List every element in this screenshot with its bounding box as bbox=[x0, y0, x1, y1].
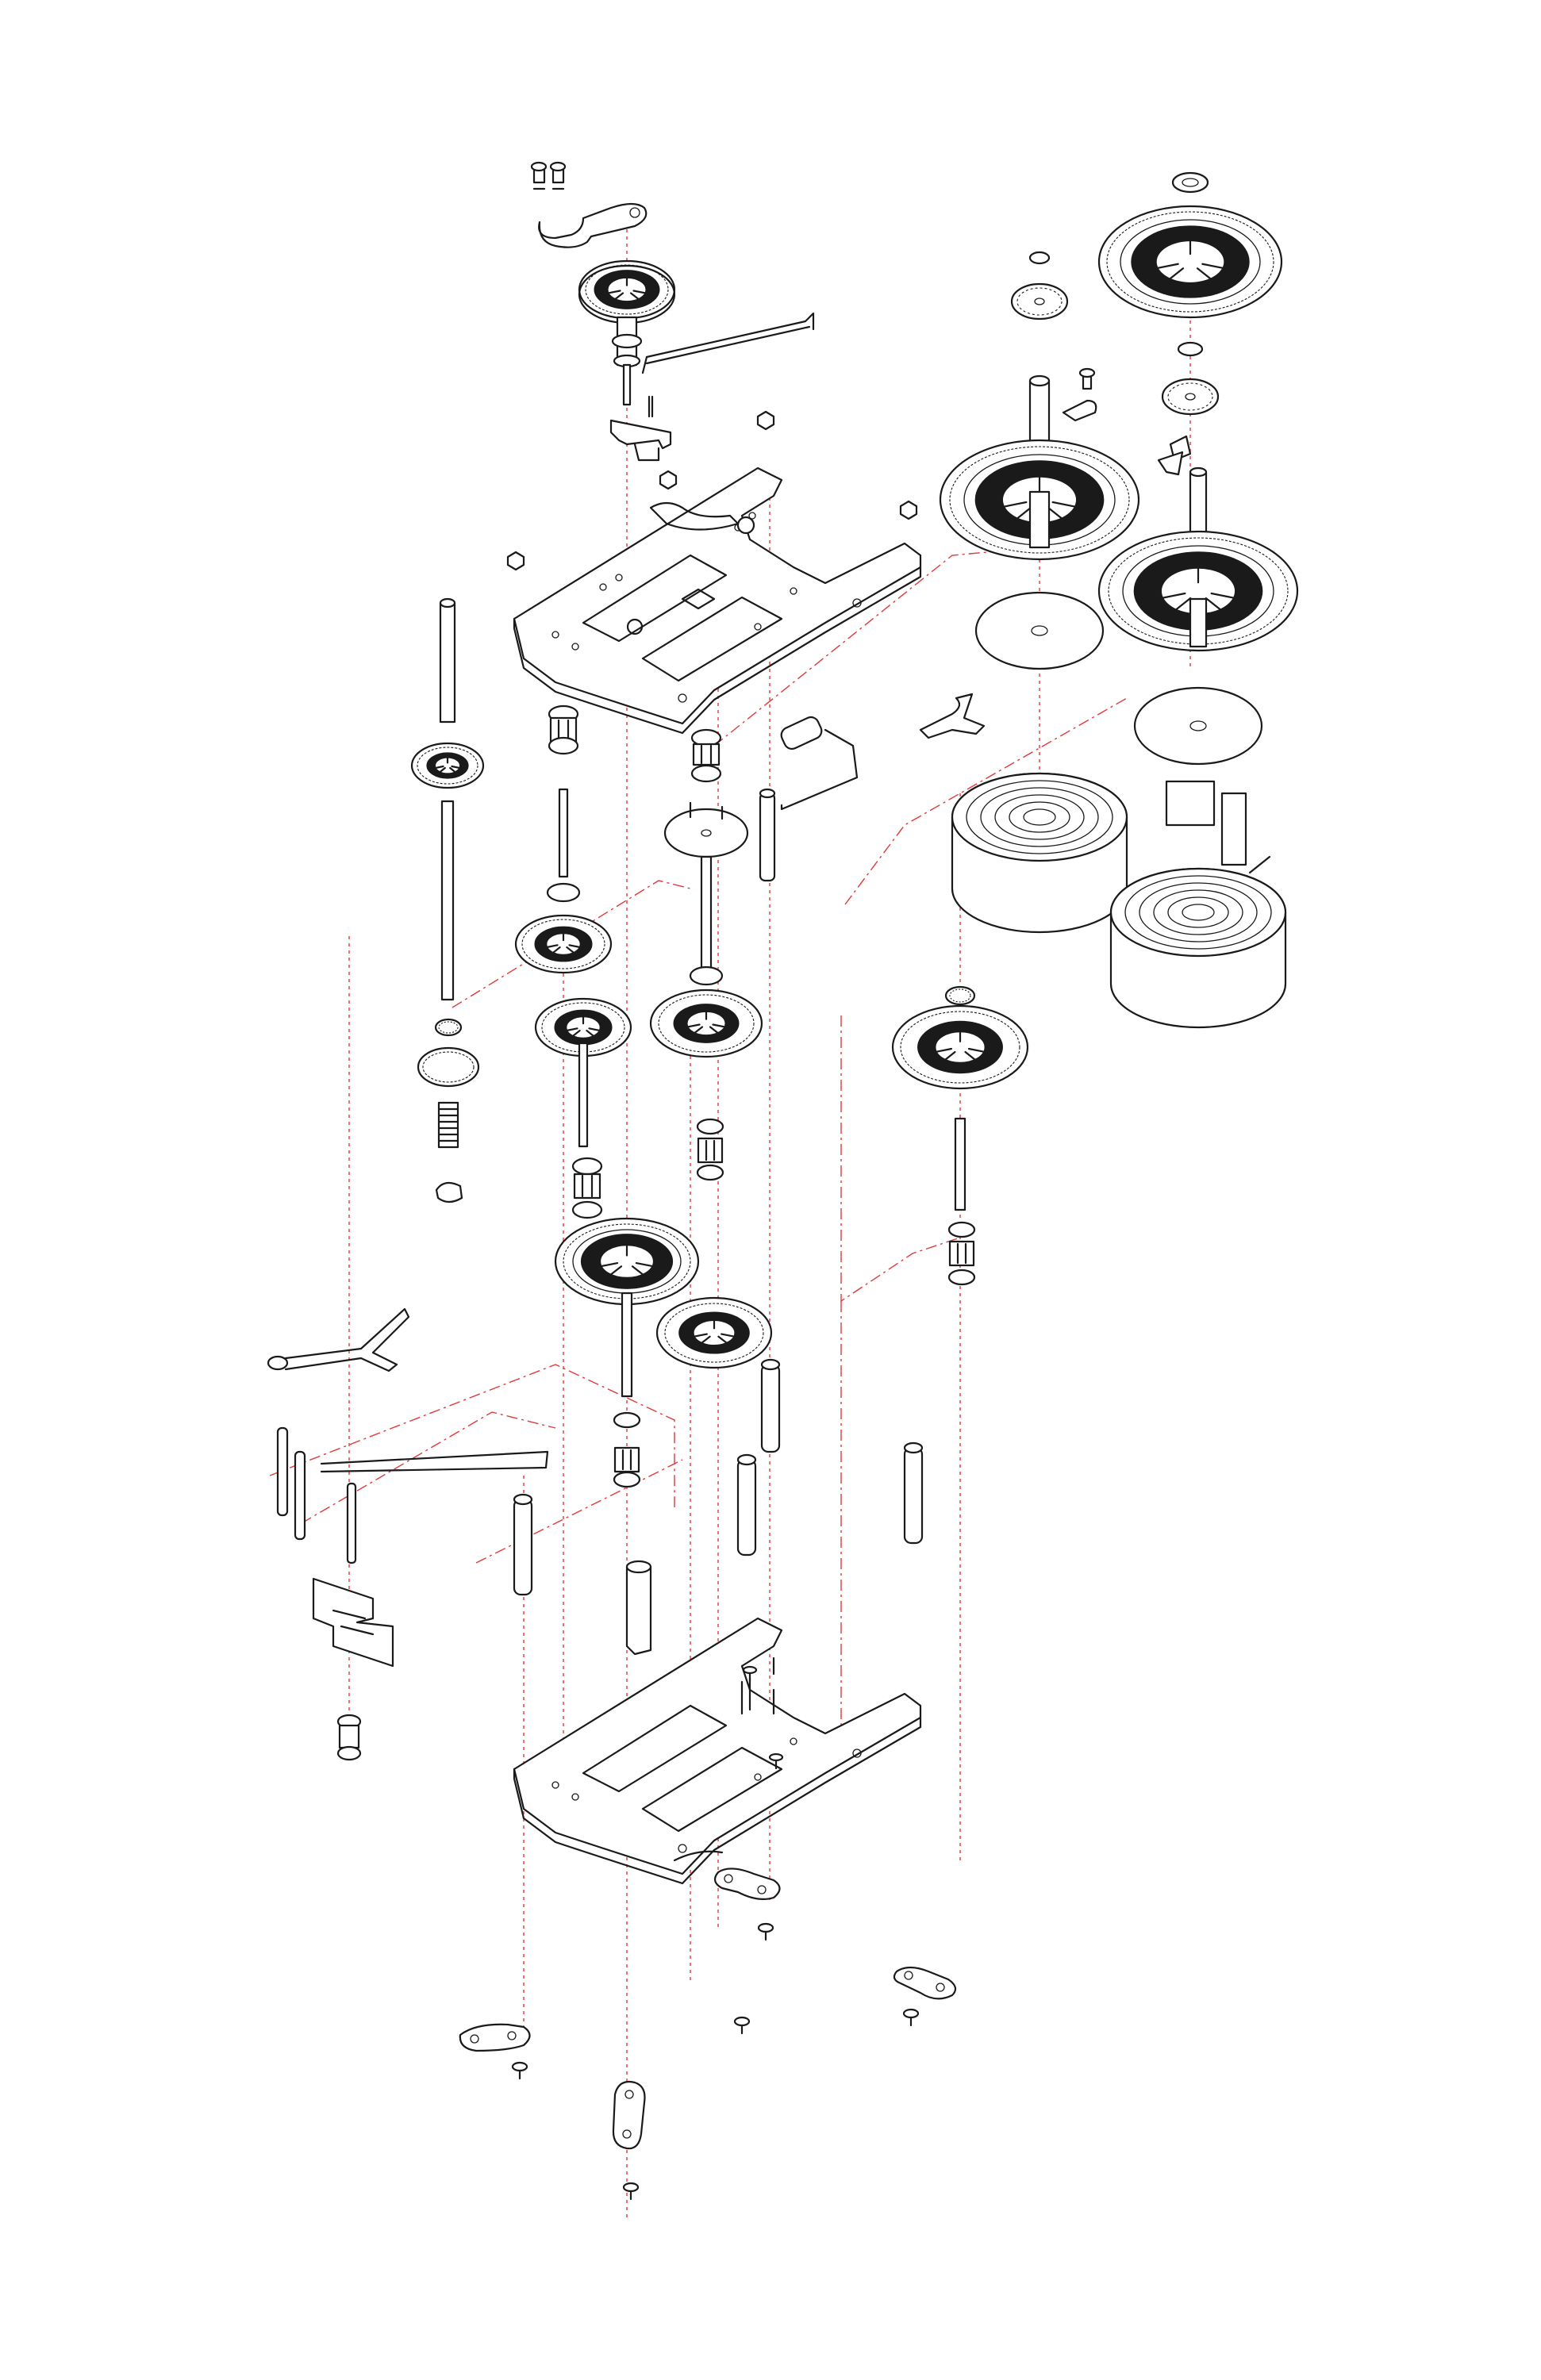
coil-spring bbox=[437, 1101, 459, 1149]
pillar-nuts bbox=[506, 410, 918, 571]
pendulum-rods bbox=[276, 1426, 549, 1564]
suspension-block bbox=[312, 1577, 394, 1761]
third-wheel bbox=[536, 999, 631, 1148]
bottom-plate bbox=[513, 1617, 922, 1885]
screw bbox=[530, 161, 567, 190]
vertical-rod bbox=[759, 788, 776, 882]
left-pinion bbox=[434, 1018, 463, 1037]
pallet-fork bbox=[919, 693, 986, 739]
ratchet-small-1 bbox=[1010, 251, 1069, 321]
left-long-arbor bbox=[440, 800, 455, 1001]
mainspring-barrel-1 bbox=[951, 772, 1128, 934]
bottom-bridge-3 bbox=[459, 2023, 531, 2052]
escape-arbor bbox=[611, 316, 643, 406]
escape-wheel bbox=[579, 261, 674, 323]
great-wheel-2 bbox=[1099, 206, 1282, 317]
barrel-cover-1 bbox=[974, 591, 1105, 670]
left-gear-1 bbox=[412, 743, 483, 788]
pallet-disc bbox=[663, 801, 749, 858]
pallet-bracket bbox=[609, 395, 672, 462]
crutch-wire bbox=[641, 312, 815, 374]
right-bushing bbox=[947, 1221, 976, 1286]
crank-wire bbox=[780, 716, 859, 811]
right-pinion bbox=[944, 985, 976, 1006]
bottom-bridge-4 bbox=[612, 2080, 646, 2150]
great-wheel-1b bbox=[1099, 466, 1297, 651]
top-plate bbox=[513, 466, 922, 735]
center-bushing-b2 bbox=[696, 1118, 724, 1181]
center-arbor-a bbox=[546, 788, 581, 903]
center-bushing-a2 bbox=[571, 1157, 603, 1219]
fourth-wheel bbox=[651, 990, 762, 1057]
bottom-bridge-2 bbox=[893, 1966, 957, 2000]
bottom-bridge-1 bbox=[713, 1868, 781, 1900]
left-clip bbox=[435, 1181, 463, 1203]
center-wheel bbox=[516, 916, 611, 973]
center-bushing-a1 bbox=[548, 704, 579, 755]
large-wheel-2 bbox=[657, 1298, 771, 1368]
center-bushing-b1 bbox=[690, 728, 722, 783]
barrel-cover-2 bbox=[1133, 686, 1263, 766]
spring-hooks bbox=[1165, 780, 1271, 874]
right-wheel bbox=[893, 1006, 1028, 1211]
pillar bbox=[513, 1441, 924, 1656]
top-screws bbox=[530, 161, 567, 190]
washer-top bbox=[1171, 171, 1209, 194]
great-wheel-1 bbox=[940, 374, 1139, 559]
click-spring bbox=[1062, 367, 1192, 476]
top-bridge bbox=[538, 202, 648, 248]
center-arbor-b bbox=[689, 855, 724, 986]
large-wheel-1 bbox=[555, 1219, 698, 1398]
screw bbox=[511, 1665, 920, 2201]
pendulum-crutch bbox=[267, 1307, 410, 1372]
lower-bushing bbox=[613, 1411, 641, 1488]
left-gear-2 bbox=[417, 1046, 480, 1088]
right-pillar-rod bbox=[760, 1358, 781, 1453]
mainspring-barrel-2 bbox=[1109, 867, 1287, 1029]
left-arbor bbox=[439, 597, 456, 724]
ratchet-small-2 bbox=[1161, 341, 1220, 416]
